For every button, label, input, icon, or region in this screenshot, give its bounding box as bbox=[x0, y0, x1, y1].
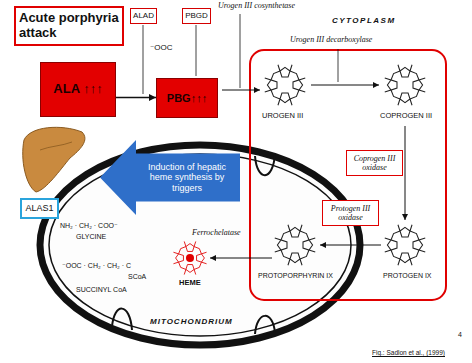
induction-arrow: Induction of hepatic heme synthesis by t… bbox=[100, 140, 240, 215]
label-text: GLYCINE bbox=[76, 233, 106, 241]
porphyrin-structure bbox=[265, 65, 305, 105]
metabolite-box: ALA ↑↑↑ bbox=[40, 62, 116, 117]
title-box: Acute porphyria attack bbox=[14, 6, 124, 46]
box-text: Coprogen III oxidase bbox=[350, 154, 400, 172]
text-stack: PBG↑↑↑ bbox=[167, 92, 207, 105]
label-text: PROTOPORPHYRIN IX bbox=[258, 272, 333, 280]
label-text: Urogen III decarboxylase bbox=[290, 36, 372, 45]
label-text: Fig.: Sadlon et al., (1999) bbox=[372, 349, 445, 356]
porphyrin-structure bbox=[385, 225, 425, 265]
title-text: Acute porphyria attack bbox=[19, 11, 119, 41]
box-text: PBGD bbox=[185, 11, 208, 20]
enzyme-box: PBGD bbox=[182, 8, 211, 24]
mitochondrion-outer bbox=[40, 145, 360, 345]
label-text: CYTOPLASM bbox=[332, 17, 396, 26]
label-text: Urogen III cosynthetase bbox=[218, 2, 295, 11]
enzyme-box: Coprogen III oxidase bbox=[346, 150, 403, 176]
metabolite-box: PBG↑↑↑ bbox=[156, 78, 218, 118]
pathway-region bbox=[250, 50, 446, 300]
text-stack: ALA ↑↑↑ bbox=[53, 82, 102, 97]
liver-icon bbox=[40, 142, 72, 150]
arrow-shape-fill bbox=[100, 140, 240, 215]
heme-iron bbox=[186, 254, 194, 262]
label-text: COPROGEN III bbox=[380, 112, 432, 120]
box-text: ALAD bbox=[133, 11, 154, 20]
label-text: ⁻OOC · CH₂ · CH₂ · C bbox=[62, 262, 131, 270]
label-text: HEME bbox=[179, 279, 201, 287]
label-text: SCoA bbox=[128, 273, 146, 281]
heme-structure bbox=[173, 241, 206, 274]
box-text: Protogen III oxidase bbox=[326, 204, 376, 222]
label-text: NH₂ · CH₂ · COO⁻ bbox=[60, 222, 118, 230]
label-text: MITOCHONDRIUM bbox=[150, 318, 233, 327]
box-text: ALAS1 bbox=[25, 203, 53, 213]
porphyrin-structure bbox=[275, 225, 315, 265]
liver-icon bbox=[23, 127, 85, 192]
label-text: SUCCINYL CoA bbox=[76, 286, 127, 294]
arrow-text: Induction of hepatic heme synthesis by t… bbox=[138, 162, 236, 193]
crista bbox=[255, 154, 275, 175]
edge-arrow bbox=[116, 97, 156, 98]
porphyrin-structure bbox=[385, 65, 425, 105]
text-stack: ALAS1 bbox=[25, 203, 53, 213]
label-text: UROGEN III bbox=[262, 112, 303, 120]
label-text: 4 bbox=[458, 331, 462, 339]
label-text: ⁻OOC bbox=[150, 44, 172, 53]
text-stack: ALAD bbox=[133, 11, 154, 20]
crista bbox=[255, 316, 275, 334]
text-stack: PBGD bbox=[185, 11, 208, 20]
enzyme-box: ALAD bbox=[130, 8, 157, 24]
gene-box: ALAS1 bbox=[20, 198, 59, 219]
mitochondrion-inner bbox=[49, 154, 351, 336]
box-text: ALA ↑↑↑ bbox=[53, 82, 102, 97]
label-text: PROTOGEN IX bbox=[383, 272, 432, 280]
text-stack: Protogen III oxidase bbox=[326, 204, 376, 222]
box-text: PBG↑↑↑ bbox=[167, 92, 207, 105]
enzyme-box: Protogen III oxidase bbox=[322, 200, 379, 226]
label-text: Ferrochelatase bbox=[192, 229, 241, 238]
crista bbox=[112, 309, 132, 330]
text-stack: Coprogen III oxidase bbox=[350, 154, 400, 172]
